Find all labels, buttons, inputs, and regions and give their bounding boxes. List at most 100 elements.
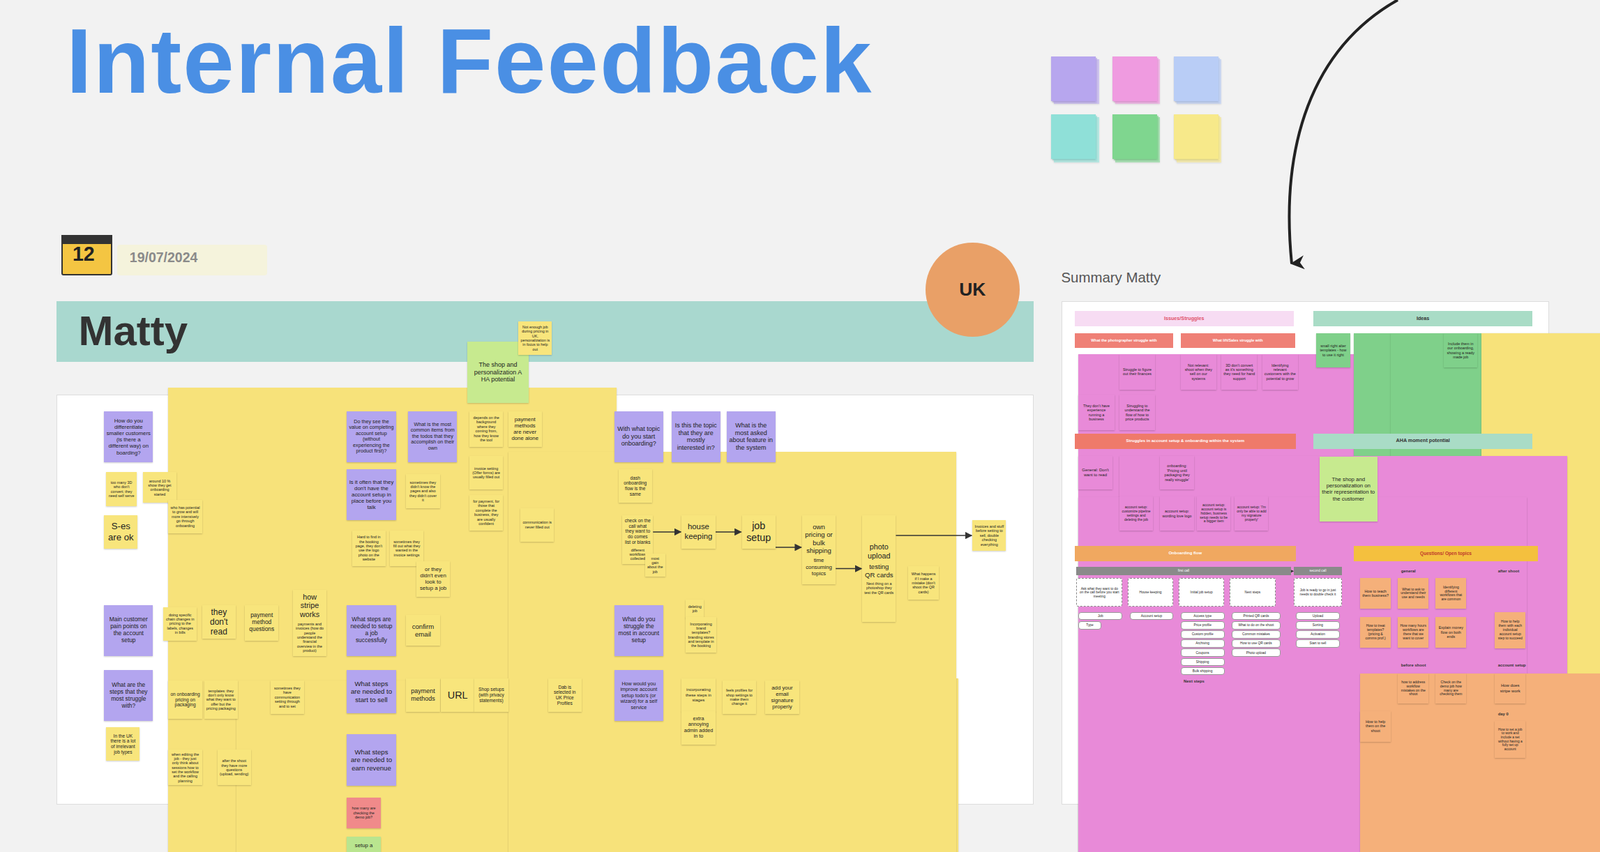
- node-text: How to help them with each individual ac…: [1496, 620, 1524, 641]
- node-text: how to address workflow mistakes on the …: [1399, 680, 1427, 698]
- sticky-note: how to address workflow mistakes on the …: [1397, 673, 1429, 705]
- question-note: Main customer pain points on the account…: [103, 605, 153, 657]
- node-text: Incorporating brand templates? branding …: [687, 622, 715, 649]
- sticky-note: or they didn't even look to setup a job: [416, 561, 450, 598]
- page-title: Internal Feedback: [66, 15, 873, 108]
- sticky-note: How does stripe work: [1494, 673, 1526, 705]
- node-text: Next thing on a photoshop they test the …: [864, 581, 894, 595]
- flow-item: Access type: [1180, 612, 1225, 621]
- sticky-note: Struggling to understand the flow of how…: [1119, 394, 1156, 431]
- node-text: Account setup: [1141, 614, 1162, 619]
- node-text: AHA moment potential: [1396, 438, 1451, 444]
- section-header: AHA moment potential: [1313, 433, 1534, 450]
- node-text: Access type: [1193, 614, 1212, 619]
- subheading: general: [1401, 569, 1416, 574]
- sticky-note: How to help them on the shoot: [1360, 711, 1391, 743]
- node-text: With what topic do you start onboarding?: [616, 425, 662, 448]
- flow-step: Next steps: [1229, 578, 1276, 607]
- node-text: How to help them on the shoot: [1362, 719, 1389, 734]
- question-note: What is the most common items from the t…: [408, 411, 457, 463]
- node-text: payment methods: [408, 687, 438, 703]
- node-text: payment methods are never done alone: [510, 416, 540, 443]
- node-text: Ask what they want to do on the call bef…: [1078, 587, 1120, 600]
- sticky-note: dash onboarding flow is the same: [618, 469, 653, 503]
- aha-note: The shop and personalization on their re…: [1319, 456, 1378, 522]
- node-text: setup a: [355, 842, 374, 849]
- node-text: sometimes they didn't know the pages and…: [408, 480, 438, 503]
- node-text: invoice setting (Offer forms) are usuall…: [471, 466, 501, 480]
- sticky-note: communication is never filled out: [520, 508, 554, 542]
- sticky-note: How to set a job to work and include a s…: [1494, 721, 1526, 759]
- node-text: time consuming topics: [804, 557, 834, 577]
- flow-item: Sorting: [1295, 621, 1340, 630]
- node-text: testing QR cards: [864, 562, 894, 579]
- sticky-note: for payment, for those that complete the…: [469, 495, 503, 531]
- node-text: They don't have experience running a bus…: [1080, 403, 1112, 422]
- node-text: What to do on the shoot: [1238, 623, 1274, 628]
- node-text: Invoices and stuff before setting to sel…: [974, 524, 1004, 547]
- node-text: What is the most common items from the t…: [410, 421, 455, 452]
- sticky-note: Check on the demo job how many are check…: [1435, 673, 1467, 705]
- node-text: Common mistakes: [1242, 632, 1271, 637]
- node-text: on onboarding pricing on packaging: [170, 691, 200, 708]
- node-text: What happens if I make a mistake (don't …: [910, 571, 937, 595]
- flow-arrow: [835, 568, 862, 570]
- node-text: payment method questions: [246, 612, 277, 634]
- node-text: Archiving: [1195, 641, 1210, 646]
- flow-item: Upload: [1295, 612, 1340, 621]
- section-header: What lift/Sales struggle with: [1180, 333, 1296, 349]
- node-text: The shop and personalization A HA potent…: [469, 361, 527, 384]
- node-text: Printed QR cards: [1242, 614, 1269, 619]
- sticky-note: after the shoot they have more questions…: [217, 749, 252, 786]
- sticky-note: S-es are ok: [103, 515, 138, 549]
- sticky-note: How to teach them business?: [1360, 578, 1391, 609]
- flow-item: Custom profile: [1180, 630, 1225, 639]
- node-text: Bulk shipping: [1192, 669, 1213, 674]
- node-text: deleting job: [687, 604, 702, 614]
- node-text: after the shoot they have more questions…: [219, 758, 249, 777]
- sticky-note: confirm email: [405, 615, 440, 646]
- node-text: Initial job setup: [1190, 590, 1213, 595]
- node-text: Is this the topic that they are mostly i…: [673, 421, 719, 452]
- node-text: What lift/Sales struggle with: [1212, 338, 1264, 343]
- flow-item: Common mistakes: [1231, 630, 1281, 639]
- node-text: most gain about the job: [647, 556, 664, 575]
- node-text: What do you struggle the most in account…: [616, 616, 662, 645]
- flow-item: Shipping: [1180, 658, 1225, 667]
- node-text: What steps are needed to earn revenue: [348, 748, 394, 773]
- node-text: dash onboarding flow is the same: [620, 475, 651, 498]
- node-text: The shop and personalization on their re…: [1321, 476, 1376, 503]
- node-text: too many 3D who don't convert; they need…: [108, 480, 135, 499]
- node-text: What is the most asked about feature in …: [728, 421, 774, 452]
- node-text: S-es are ok: [106, 521, 136, 543]
- sticky-note: deleting job: [685, 599, 704, 618]
- node-text: or they didn't even look to setup a job: [418, 566, 448, 593]
- subheading: account setup: [1498, 663, 1527, 668]
- section-header: What the photographer struggle with: [1074, 333, 1174, 349]
- sticky-note: on onboarding pricing on packaging: [168, 680, 202, 720]
- question-note: Do they see the value on completing acco…: [346, 411, 396, 463]
- node-text: What are the steps that they most strugg…: [106, 682, 151, 711]
- flow-item: Account setup: [1129, 612, 1174, 621]
- node-text: Is it often that they don't have the acc…: [348, 479, 394, 512]
- node-text: URL: [447, 689, 469, 702]
- sticky-note: depends on the background where they com…: [469, 411, 503, 448]
- sticky-note: Not enough job during pricing in UK, per…: [518, 321, 552, 356]
- section-header: Struggles in account setup & onboarding …: [1074, 433, 1297, 450]
- sticky-stack: [1051, 56, 1096, 102]
- node-text: templates: they don't only know what the…: [206, 689, 236, 712]
- section-header: Ideas: [1313, 311, 1534, 327]
- calendar-binding: [61, 235, 113, 245]
- sticky-note: sometimes they have communication settin…: [270, 680, 305, 715]
- sticky-note: Identifying relevant customers with the …: [1262, 354, 1298, 390]
- node-text: Not enough job during pricing in UK, per…: [520, 325, 550, 352]
- question-note: How do you differentiate smaller custome…: [103, 411, 153, 463]
- flow-item: Bulk shipping: [1180, 667, 1225, 676]
- flow-arrow: [775, 546, 802, 549]
- node-text: payments and invoices (how do people und…: [295, 622, 325, 654]
- flow-arrow: [715, 531, 742, 533]
- node-text: how many are checking the demo job?: [348, 806, 379, 820]
- node-text: around 10 % show they get onboarding sta…: [145, 479, 175, 498]
- node-text: account setup: customize pipeline settin…: [1121, 505, 1151, 523]
- sticky-note: around 10 % show they get onboarding sta…: [142, 472, 177, 503]
